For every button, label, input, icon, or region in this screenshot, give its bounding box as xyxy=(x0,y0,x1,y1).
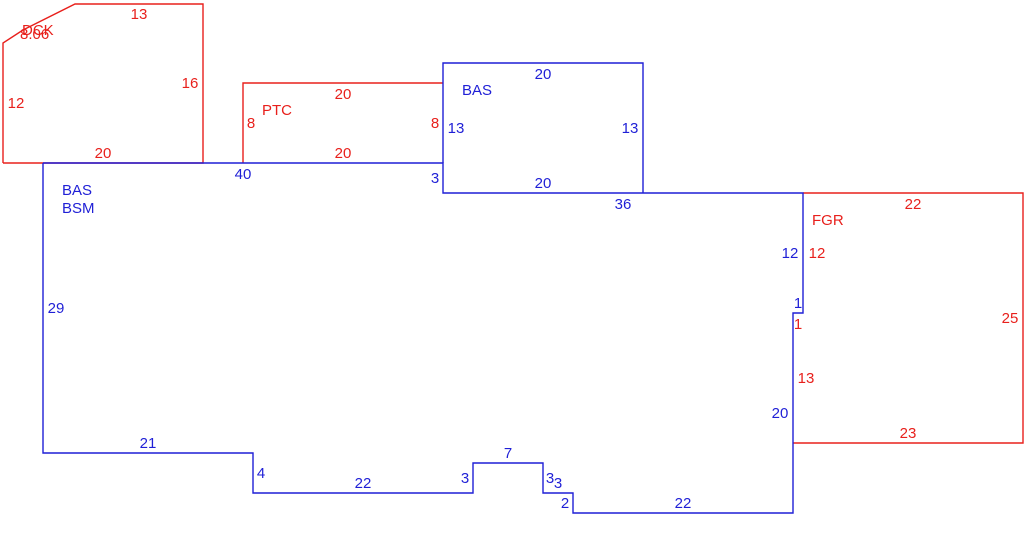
dim-label: 20 xyxy=(772,405,789,422)
dim-label: 13 xyxy=(131,6,148,23)
dim-label: 8 xyxy=(431,115,439,132)
dim-label: 20 xyxy=(335,145,352,162)
dim-label: 16 xyxy=(182,75,199,92)
bas-upper-area-label: BAS xyxy=(462,82,492,99)
dim-label: 20 xyxy=(535,66,552,83)
dim-label: 3 xyxy=(431,170,439,187)
dck-area-value: 8.06 xyxy=(20,26,49,43)
dim-label: 13 xyxy=(622,120,639,137)
dim-label: 7 xyxy=(504,445,512,462)
dim-label: 1 xyxy=(794,295,802,312)
dim-label: 20 xyxy=(95,145,112,162)
dim-label: 36 xyxy=(615,196,632,213)
dim-label: 12 xyxy=(782,245,799,262)
dim-label: 22 xyxy=(675,495,692,512)
bas-upper-outline xyxy=(442,62,644,193)
fgr-area-label: FGR xyxy=(812,212,844,229)
dim-label: 21 xyxy=(140,435,157,452)
dck-area-label: DCK xyxy=(22,22,54,39)
dim-label: 13 xyxy=(798,370,815,387)
dim-label: 13 xyxy=(448,120,465,137)
patio-outline xyxy=(242,82,443,163)
dim-label: 3 xyxy=(461,470,469,487)
dim-label: 20 xyxy=(535,175,552,192)
dim-label: 22 xyxy=(355,475,372,492)
dim-label: 2 xyxy=(561,495,569,512)
dim-label: 4 xyxy=(257,465,265,482)
dim-label: 25 xyxy=(1002,310,1019,327)
dim-label: 3 xyxy=(546,470,554,487)
garage-outline xyxy=(793,192,1024,444)
bsm-area-label: BSM xyxy=(62,200,95,217)
dim-label: 29 xyxy=(48,300,65,317)
dim-label: 8 xyxy=(247,115,255,132)
dim-label: 3 xyxy=(554,475,562,492)
dim-label: 20 xyxy=(335,86,352,103)
bas-main-outline xyxy=(42,162,804,514)
dim-label: 22 xyxy=(905,196,922,213)
dim-label: 1 xyxy=(794,316,802,333)
bas-main-area-label: BAS xyxy=(62,182,92,199)
dim-label: 12 xyxy=(8,95,25,112)
ptc-area-label: PTC xyxy=(262,102,292,119)
dim-label: 12 xyxy=(809,245,826,262)
dim-label: 40 xyxy=(235,166,252,183)
dim-label: 23 xyxy=(900,425,917,442)
